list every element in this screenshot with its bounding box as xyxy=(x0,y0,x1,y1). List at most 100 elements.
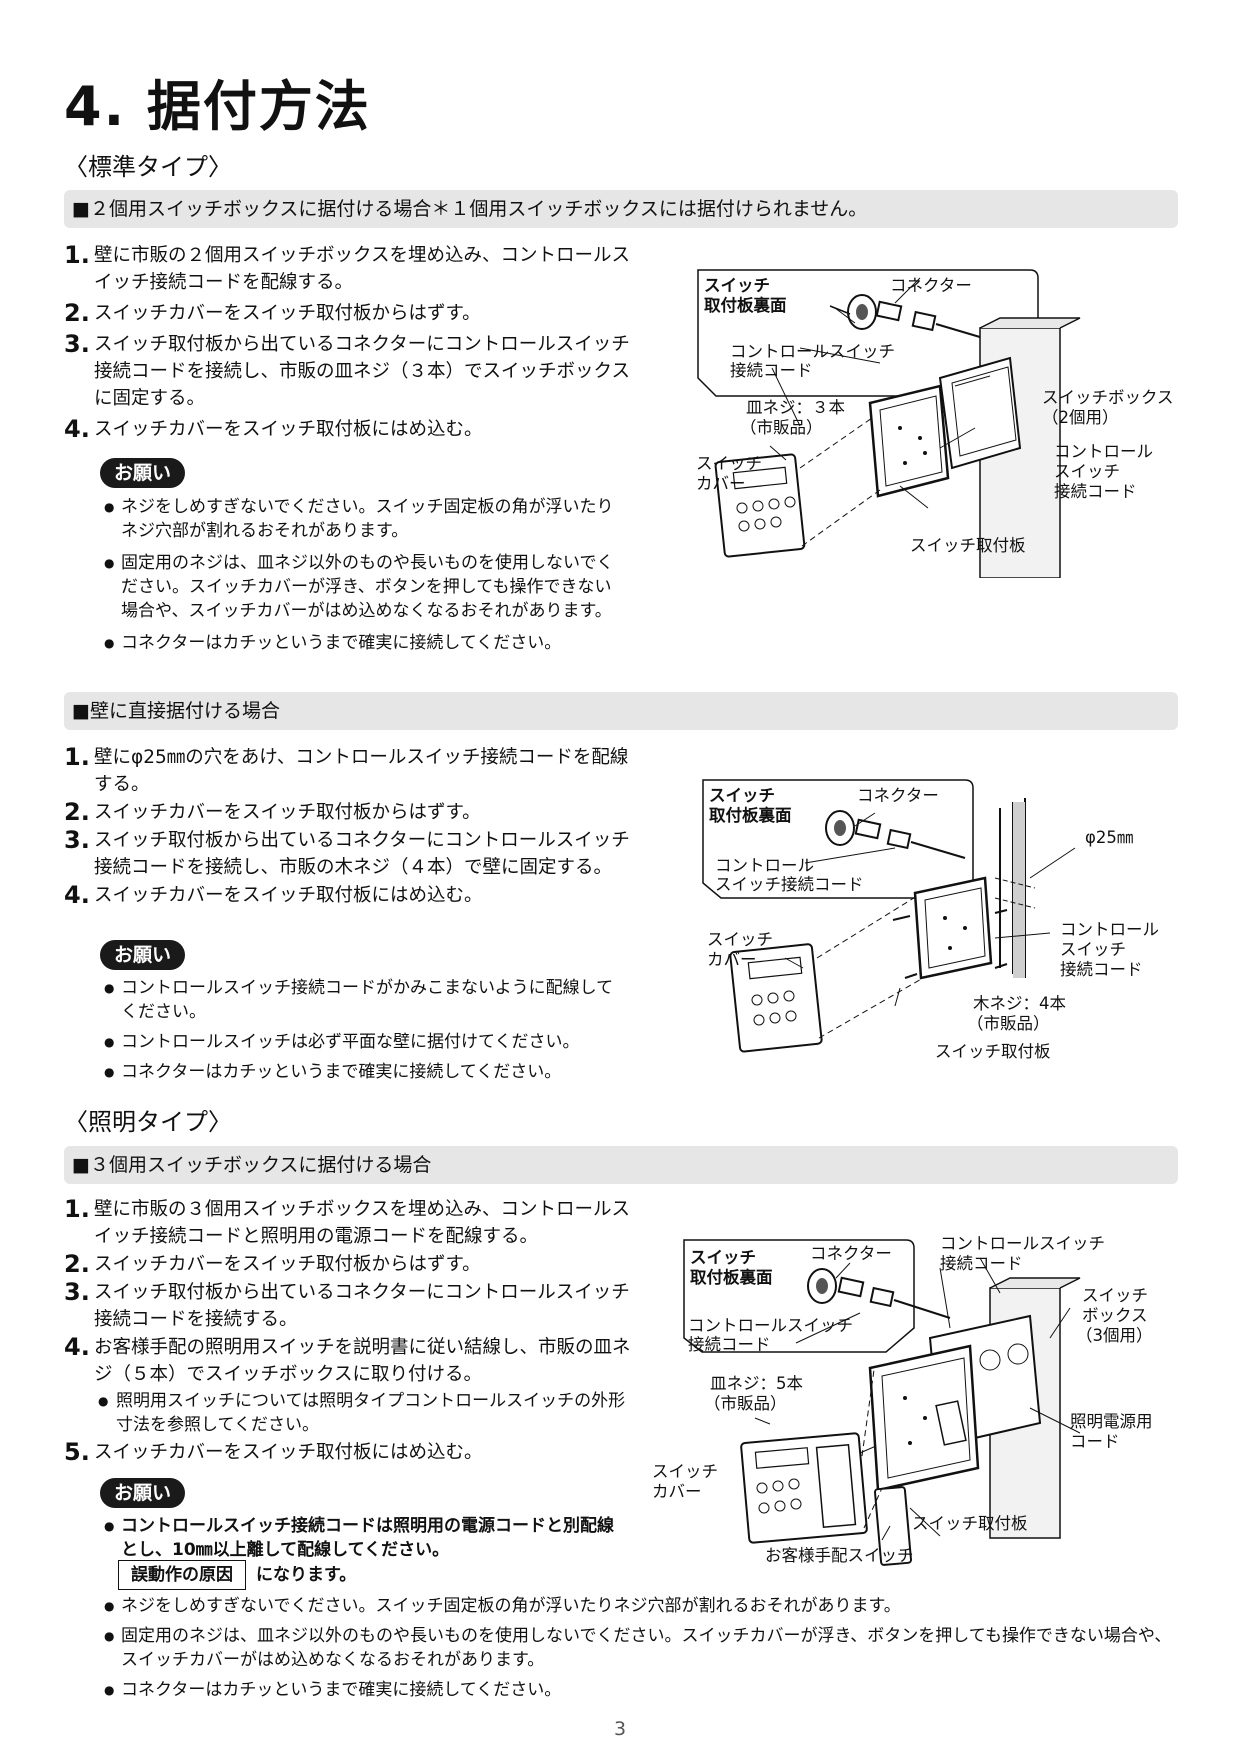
diagram-label: 接続コード xyxy=(730,361,813,380)
diagram-label: 接続コード xyxy=(1060,960,1143,979)
diagram-label: （2個用） xyxy=(1042,408,1119,427)
bullet-dot-icon: ● xyxy=(104,500,115,514)
step-item: 2.スイッチカバーをスイッチ取付板からはずす。 xyxy=(64,798,481,826)
diagram-label: 照明電源用 xyxy=(1070,1412,1153,1431)
diagram-label: コネクター xyxy=(857,786,939,805)
note-item: ●固定用のネジは、皿ネジ以外のものや長いものを使用しないでください。スイッチカバ… xyxy=(104,1626,1172,1670)
diagram-label: 木ネジ：4本 xyxy=(973,994,1066,1013)
note-item: ●コントロールスイッチ接続コードがかみこまないように配線してください。 xyxy=(104,978,614,1022)
diagram-label: 取付板裏面 xyxy=(709,806,792,825)
diagram-label: コネクター xyxy=(810,1244,892,1263)
diagram-label: スイッチ xyxy=(1082,1286,1148,1305)
diagram-two-gang-box: スイッチ 取付板裏面 コネクター コントロールスイッチ 接続コード 皿ネジ：３本… xyxy=(690,268,1180,578)
diagram-label: お客様手配スイッチ xyxy=(765,1546,914,1565)
diagram-wall-direct: スイッチ 取付板裏面 コネクター コントロール スイッチ接続コード φ25㎜ ス… xyxy=(695,778,1180,1078)
bullet-dot-icon: ● xyxy=(98,1394,109,1408)
bullet-dot-icon: ● xyxy=(104,981,115,995)
diagram-label: スイッチ接続コード xyxy=(715,875,864,894)
malfunction-cause-tail: になります。 xyxy=(256,1565,357,1585)
diagram-label: 皿ネジ：３本 xyxy=(746,398,845,417)
diagram-label: コントロールスイッチ xyxy=(688,1316,853,1335)
diagram-three-gang-box: スイッチ 取付板裏面 コネクター コントロールスイッチ 接続コード コントロール… xyxy=(650,1228,1180,1568)
diagram-label: スイッチ xyxy=(652,1462,718,1481)
onegai-badge: お願い xyxy=(100,1478,186,1508)
standard-type-heading: 〈標準タイプ〉 xyxy=(64,153,232,181)
step-item: 2.スイッチカバーをスイッチ取付板からはずす。 xyxy=(64,1250,481,1278)
note-item: ●コネクターはカチッというまで確実に接続してください。 xyxy=(104,1062,562,1082)
onegai-badge: お願い xyxy=(100,940,186,970)
diagram-label: コントロールスイッチ xyxy=(940,1234,1105,1253)
note-item: ●コントロールスイッチ接続コードは照明用の電源コードと別配線とし、10㎜以上離し… xyxy=(104,1516,614,1560)
section-bar-two-gang-box: ■２個用スイッチボックスに据付ける場合＊１個用スイッチボックスには据付けられませ… xyxy=(64,190,1178,228)
diagram-label: コード xyxy=(1070,1432,1120,1451)
notes-lighting: ●ネジをしめすぎないでください。スイッチ固定板の角が浮いたりネジ穴部が割れるおそ… xyxy=(104,1594,1180,1708)
page-number: 3 xyxy=(613,1718,627,1740)
lighting-type-heading: 〈照明タイプ〉 xyxy=(64,1108,232,1136)
malfunction-cause-line: 誤動作の原因 になります。 xyxy=(118,1560,356,1590)
step-item: 3.スイッチ取付板から出ているコネクターにコントロールスイッチ接続コードを接続し… xyxy=(64,826,630,879)
diagram-label: φ25㎜ xyxy=(1085,828,1134,847)
diagram-label: カバー xyxy=(707,950,757,969)
diagram-label: 取付板裏面 xyxy=(704,296,787,315)
diagram-label: スイッチ取付板 xyxy=(912,1514,1028,1533)
diagram-label: スイッチ xyxy=(690,1248,756,1267)
diagram-label: スイッチ xyxy=(1060,940,1126,959)
notes-wall-direct: ●コントロールスイッチ接続コードがかみこまないように配線してください。 ●コント… xyxy=(104,976,624,1090)
diagram-label: 接続コード xyxy=(688,1335,771,1354)
bullet-dot-icon: ● xyxy=(104,1599,115,1613)
diagram-label: 皿ネジ：5本 xyxy=(710,1374,803,1393)
diagram-label: スイッチボックス xyxy=(1042,388,1174,407)
diagram-label: スイッチ xyxy=(704,276,770,295)
diagram-label: カバー xyxy=(696,474,746,493)
section-bar-three-gang-box: ■３個用スイッチボックスに据付ける場合 xyxy=(64,1146,1178,1184)
diagram-three-gang-box-illustration xyxy=(683,1239,1081,1566)
diagram-wall-direct-illustration xyxy=(702,779,1076,1053)
notes-lighting-bold: ●コントロールスイッチ接続コードは照明用の電源コードと別配線とし、10㎜以上離し… xyxy=(104,1514,624,1570)
diagram-label: コントロールスイッチ xyxy=(730,342,895,361)
note-item: ●固定用のネジは、皿ネジ以外のものや長いものを使用しないでください。スイッチカバ… xyxy=(104,553,614,621)
bullet-dot-icon: ● xyxy=(104,556,115,570)
step-item: 4.スイッチカバーをスイッチ取付板にはめ込む。 xyxy=(64,415,483,443)
diagram-label: スイッチ xyxy=(707,930,773,949)
diagram-label: コネクター xyxy=(890,276,972,295)
step-item: 1.壁にφ25㎜の穴をあけ、コントロールスイッチ接続コードを配線する。 xyxy=(64,743,629,796)
diagram-label: コントロール xyxy=(1054,442,1153,461)
bullet-dot-icon: ● xyxy=(104,636,115,650)
notes-two-gang-box: ●ネジをしめすぎないでください。スイッチ固定板の角が浮いたりネジ穴部が割れるおそ… xyxy=(104,495,624,663)
step-item: 3.スイッチ取付板から出ているコネクターにコントロールスイッチ接続コードを接続す… xyxy=(64,1278,630,1331)
sub-note-item: ●照明用スイッチについては照明タイプコントロールスイッチの外形寸法を参照してくだ… xyxy=(98,1391,626,1435)
onegai-badge: お願い xyxy=(100,458,186,488)
diagram-label: ボックス xyxy=(1082,1306,1148,1325)
note-item: ●コントロールスイッチは必ず平面な壁に据付けてください。 xyxy=(104,1032,580,1052)
step-item: 2.スイッチカバーをスイッチ取付板からはずす。 xyxy=(64,299,481,327)
diagram-two-gang-box-illustration xyxy=(697,269,1081,578)
bullet-dot-icon: ● xyxy=(104,1683,115,1697)
diagram-label: スイッチ xyxy=(1054,462,1120,481)
steps-wall-direct: 1.壁にφ25㎜の穴をあけ、コントロールスイッチ接続コードを配線する。 2.スイ… xyxy=(64,744,634,910)
diagram-label: 取付板裏面 xyxy=(690,1268,773,1287)
bullet-dot-icon: ● xyxy=(104,1629,115,1643)
diagram-label: 接続コード xyxy=(1054,482,1137,501)
note-item: ●コネクターはカチッというまで確実に接続してください。 xyxy=(104,1680,562,1700)
step-item: 1.壁に市販の２個用スイッチボックスを埋め込み、コントロールスイッチ接続コードを… xyxy=(64,241,630,294)
diagram-label: （市販品） xyxy=(704,1394,787,1413)
page-title: 4. 据付方法 xyxy=(64,75,371,138)
malfunction-cause-box: 誤動作の原因 xyxy=(118,1560,246,1590)
steps-three-gang-box: 1.壁に市販の３個用スイッチボックスを埋め込み、コントロールスイッチ接続コードと… xyxy=(64,1196,634,1470)
step-item: 4.お客様手配の照明用スイッチを説明書に従い結線し、市販の皿ネジ（５本）でスイッ… xyxy=(64,1333,631,1386)
diagram-label: （市販品） xyxy=(967,1014,1050,1033)
step-item: 5.スイッチカバーをスイッチ取付板にはめ込む。 xyxy=(64,1438,483,1466)
step-item: 1.壁に市販の３個用スイッチボックスを埋め込み、コントロールスイッチ接続コードと… xyxy=(64,1195,630,1248)
diagram-label: コントロール xyxy=(1060,920,1159,939)
diagram-label: コントロール xyxy=(715,856,814,875)
note-item: ●ネジをしめすぎないでください。スイッチ固定板の角が浮いたりネジ穴部が割れるおそ… xyxy=(104,497,614,541)
step-item: 3.スイッチ取付板から出ているコネクターにコントロールスイッチ接続コードを接続し… xyxy=(64,330,630,410)
diagram-label: カバー xyxy=(652,1482,702,1501)
steps-two-gang-box: 1.壁に市販の２個用スイッチボックスを埋め込み、コントロールスイッチ接続コードを… xyxy=(64,242,634,447)
diagram-label: スイッチ xyxy=(696,454,762,473)
bullet-dot-icon: ● xyxy=(104,1065,115,1079)
diagram-label: 接続コード xyxy=(940,1254,1023,1273)
diagram-label: （市販品） xyxy=(740,418,823,437)
note-item: ●ネジをしめすぎないでください。スイッチ固定板の角が浮いたりネジ穴部が割れるおそ… xyxy=(104,1596,901,1616)
note-item: ●コネクターはカチッというまで確実に接続してください。 xyxy=(104,633,562,653)
